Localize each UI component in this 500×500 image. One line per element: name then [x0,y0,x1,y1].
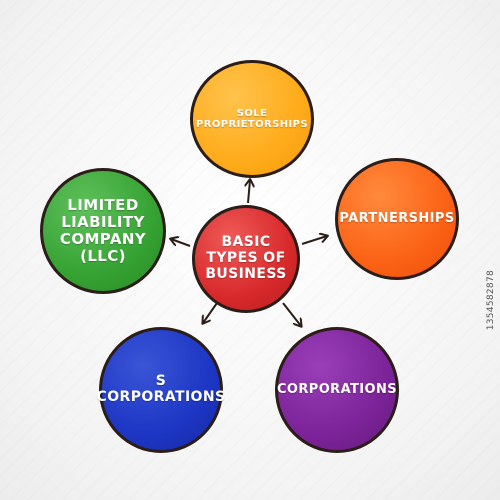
node-label-line: Limited [67,196,139,215]
node-corporations: Corporations [275,327,399,453]
node-label-line: Corporations [276,381,398,397]
node-sole-proprietorships: Sole Proprietorships [190,60,314,178]
arrow-to-llc [171,239,191,247]
arrow-to-s-corporations [203,302,218,323]
node-llc: Limited Liability Company (LLC) [40,168,166,294]
center-node-basic-types: Basic Types of Business [192,205,300,313]
center-label-line: Business [205,265,287,282]
stock-image-id: 1354582878 [486,270,496,331]
node-label-line: Liability [61,213,145,232]
node-label-line: Company [59,230,147,248]
node-s-corporations: S Corporations [96,327,226,453]
arrow-to-sole [248,180,250,204]
center-label-line: Basic [221,234,271,251]
node-partnerships: Partnerships [335,158,459,280]
center-label-line: Types of [206,250,286,267]
arrow-to-corporations [282,302,301,326]
arrow-to-partnerships [301,236,327,245]
node-label-line: Corporations [96,389,226,405]
node-label-line: Proprietorships [196,119,308,130]
node-label-line: Sole [236,107,268,119]
node-label-line: S [155,373,167,390]
node-label-line: Partnerships [339,210,455,226]
node-label-line: (LLC) [80,246,126,265]
